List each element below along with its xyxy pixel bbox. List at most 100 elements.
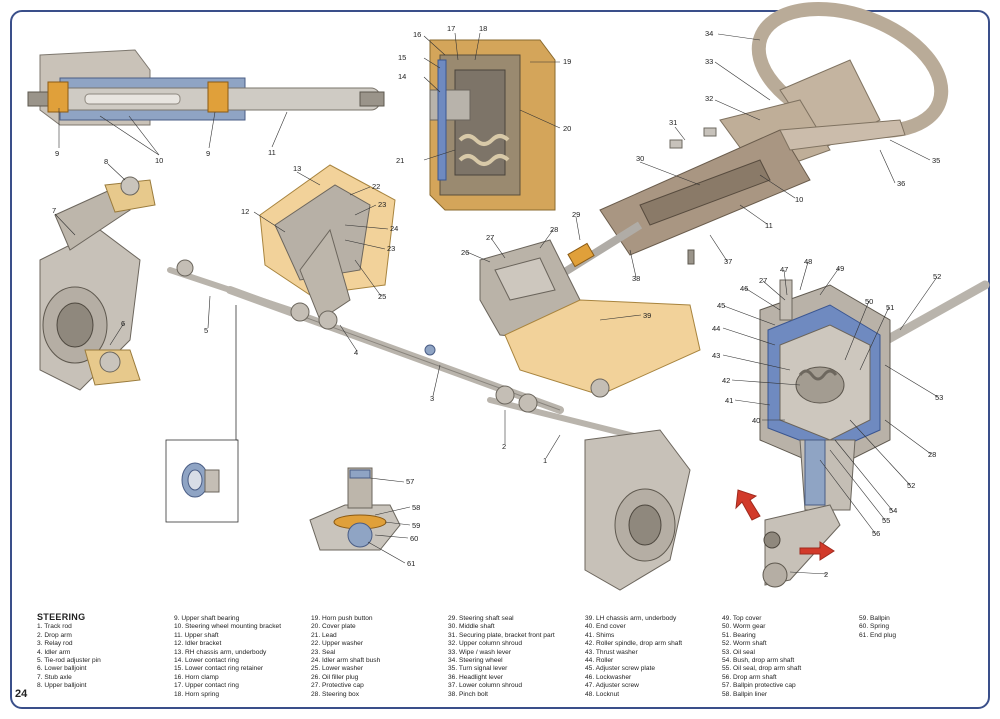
callout-60: 60 (410, 534, 418, 543)
legend-item: 49. Top cover (722, 615, 762, 622)
legend-item: 18. Horn spring (174, 690, 220, 698)
callout-32: 32 (705, 94, 713, 103)
legend-item: 13. RH chassis arm, underbody (174, 648, 267, 656)
callout-27: 27 (759, 276, 767, 285)
legend-item: 5. Tie-rod adjuster pin (37, 656, 101, 664)
legend-item: 17. Upper contact ring (174, 682, 239, 690)
legend-item: 9. Upper shaft bearing (174, 615, 240, 622)
callout-41: 41 (725, 396, 733, 405)
legend-item (37, 615, 101, 623)
legend-item: 11. Upper shaft (174, 631, 219, 639)
legend-item: 32. Upper column shroud (448, 640, 523, 648)
callout-2: 2 (824, 570, 828, 579)
callout-27: 27 (486, 233, 494, 242)
callout-19: 19 (563, 57, 571, 66)
callout-54: 54 (889, 506, 897, 515)
callout-59: 59 (412, 521, 420, 530)
callout-48: 48 (804, 257, 812, 266)
callout-61: 61 (407, 559, 415, 568)
legend-item: 54. Bush, drop arm shaft (722, 656, 795, 664)
callout-8: 8 (104, 157, 108, 166)
callout-11: 11 (765, 221, 773, 230)
callout-10: 10 (795, 195, 803, 204)
legend-item: 48. Locknut (585, 690, 620, 698)
callout-35: 35 (932, 156, 940, 165)
legend-item: 6. Lower balljoint (37, 665, 87, 673)
legend-item: 7. Stub axle (37, 673, 72, 681)
callout-38: 38 (632, 274, 640, 283)
legend-item: 10. Steering wheel mounting bracket (174, 623, 282, 631)
callout-23: 23 (387, 244, 395, 253)
legend-item: 45. Adjuster screw plate (585, 665, 656, 673)
callout-labels: 9 10 9 11 16 17 18 15 19 14 20 21 34 33 … (52, 24, 943, 579)
callout-45: 45 (717, 301, 725, 310)
legend-item: 20. Cover plate (311, 623, 356, 631)
callout-7: 7 (52, 206, 56, 215)
legend-item: 58. Ballpin liner (722, 690, 768, 698)
linkage-illustration (39, 164, 701, 591)
callout-15: 15 (398, 53, 406, 62)
callout-9: 9 (55, 149, 59, 158)
page-number: 24 (15, 688, 28, 700)
legend-item: 47. Adjuster screw (585, 682, 639, 690)
legend-item: 59. Ballpin (859, 615, 890, 622)
callout-51: 51 (886, 303, 894, 312)
callout-26: 26 (461, 248, 469, 257)
legend-item: 31. Securing plate, bracket front part (448, 631, 555, 639)
legend-item: 40. End cover (585, 623, 626, 631)
callout-18: 18 (479, 24, 487, 33)
legend-item: 22. Upper washer (311, 640, 364, 648)
legend-item: 12. Idler bracket (174, 640, 222, 648)
callout-37: 37 (724, 257, 732, 266)
legend-column-5: 39. LH chassis arm, underbody 40. End co… (585, 615, 682, 699)
legend-item: 16. Horn clamp (174, 673, 219, 681)
callout-16: 16 (413, 30, 421, 39)
horn-assembly-illustration (429, 39, 556, 211)
callout-13: 13 (293, 164, 301, 173)
legend-column-1: 1. Track rod 2. Drop arm 3. Relay rod 4.… (37, 615, 101, 691)
callout-46: 46 (740, 284, 748, 293)
callout-25: 25 (378, 292, 386, 301)
steering-box-section (735, 279, 990, 588)
legend-item: 60. Spring (859, 623, 890, 631)
leader-lines (54, 32, 939, 575)
legend-item: 43. Thrust washer (585, 648, 638, 656)
legend-item: 57. Ballpin protective cap (722, 682, 796, 690)
callout-31: 31 (669, 118, 677, 127)
legend-item: 21. Lead (311, 631, 337, 639)
callout-10: 10 (155, 156, 163, 165)
callout-6: 6 (121, 319, 125, 328)
legend-item: 61. End plug (859, 631, 897, 639)
callout-1: 1 (543, 456, 547, 465)
legend-item: 44. Roller (585, 656, 614, 664)
parts-legend: STEERING 1. Track rod 2. Drop arm 3. Rel… (37, 612, 977, 702)
legend-item: 41. Shims (585, 631, 615, 639)
legend-item: 14. Lower contact ring (174, 656, 239, 664)
callout-34: 34 (705, 29, 713, 38)
callout-57: 57 (406, 477, 414, 486)
legend-item: 35. Turn signal lever (448, 665, 508, 673)
callout-20: 20 (563, 124, 571, 133)
legend-item: 1. Track rod (37, 623, 72, 631)
steering-column-illustration (557, 1, 949, 279)
legend-item: 34. Steering wheel (448, 656, 503, 664)
callout-44: 44 (712, 324, 720, 333)
callout-40: 40 (752, 416, 760, 425)
legend-item: 56. Drop arm shaft (722, 673, 777, 681)
callout-52: 52 (907, 481, 915, 490)
legend-item: 26. Oil filler plug (311, 673, 359, 681)
ballpin-section (309, 467, 401, 551)
callout-33: 33 (705, 57, 713, 66)
callout-2: 2 (502, 442, 506, 451)
legend-item: 51. Bearing (722, 631, 756, 639)
callout-58: 58 (412, 503, 420, 512)
legend-item: 25. Lower washer (311, 665, 364, 673)
legend-item: 52. Worm shaft (722, 640, 767, 648)
callout-24: 24 (390, 224, 398, 233)
callout-42: 42 (722, 376, 730, 385)
callout-29: 29 (572, 210, 580, 219)
legend-column-2: 9. Upper shaft bearing 10. Steering whee… (174, 615, 281, 699)
callout-3: 3 (430, 394, 434, 403)
callout-52: 52 (933, 272, 941, 281)
